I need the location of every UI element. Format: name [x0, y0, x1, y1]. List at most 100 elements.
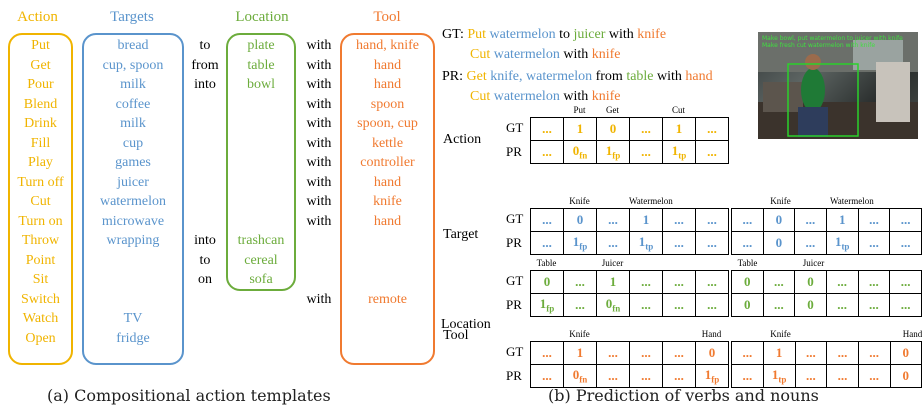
tool-item: hand — [373, 174, 402, 190]
cell-value: 0 — [572, 367, 580, 383]
with-item: with — [306, 194, 332, 209]
pr-row-label: PR — [506, 144, 522, 159]
header-action: Action — [17, 9, 58, 25]
grid-cell: ... — [857, 341, 891, 365]
pr-label: PR: — [442, 69, 464, 84]
grid-cell: ... — [695, 293, 729, 317]
target-item: wrapping — [106, 233, 160, 248]
gt-word: knife — [591, 47, 621, 62]
grid-column-header: Hand — [701, 329, 722, 339]
grid-cell: 0 — [794, 293, 827, 317]
cell-value: 1 — [771, 367, 779, 383]
grid-cell: ... — [662, 293, 696, 317]
location-item: sofa — [249, 272, 273, 287]
cell-subscript: fn — [612, 303, 621, 314]
location-item: trashcan — [237, 233, 285, 248]
grid-cell: ... — [530, 231, 564, 255]
grid-column-header: Juicer — [601, 258, 624, 268]
grid-cell: ... — [662, 341, 696, 365]
grid-cell: ... — [629, 117, 663, 141]
grid-cell: ... — [794, 231, 827, 255]
cell-value: ... — [542, 144, 552, 159]
grid-cell: ... — [629, 270, 663, 294]
with-item: with — [306, 96, 332, 112]
with-item: with — [306, 116, 332, 131]
grid-cell: 1tp — [662, 140, 696, 164]
cell-value: 1 — [704, 367, 712, 383]
cell-value: ... — [542, 368, 552, 383]
grid-cell: ... — [889, 208, 922, 232]
grid-cell: 1 — [563, 117, 597, 141]
grid-cell: ... — [794, 208, 827, 232]
cell-value: ... — [742, 235, 753, 250]
cell-subscript: fn — [579, 374, 588, 385]
pr-word: table — [626, 69, 654, 84]
target-item: juicer — [117, 174, 149, 190]
grid-cell: ... — [530, 341, 564, 365]
grid-cell: ... — [731, 341, 764, 365]
row-label-tool: Tool — [443, 328, 469, 343]
cell-subscript: fp — [579, 241, 588, 252]
grid-cell: ... — [563, 293, 597, 317]
grid-column-header: Knife — [569, 196, 590, 206]
grid-cell: 1 — [596, 270, 630, 294]
grid-cell: ... — [629, 140, 663, 164]
cell-value: ... — [641, 297, 651, 312]
grid-column-header: Knife — [569, 329, 590, 339]
pr-row: 0...0......... — [731, 293, 922, 317]
grid-cell: 1 — [629, 208, 663, 232]
pr-row: 1fp...0fn......... — [530, 293, 729, 317]
grid-cell: ... — [857, 231, 891, 255]
row-label-action: Action — [443, 132, 482, 147]
gt-row: 0...0......... — [731, 270, 922, 294]
grid-cell: ... — [889, 231, 922, 255]
target-item: cup — [122, 135, 144, 151]
cell-value: ... — [868, 297, 879, 312]
gt-word: knife — [637, 27, 667, 42]
gt-row-label: GT — [506, 120, 524, 135]
target-item: TV — [123, 311, 143, 326]
grid-cell: ... — [857, 364, 891, 388]
row-label-target: Target — [443, 227, 479, 242]
cell-value: ... — [575, 297, 585, 312]
gt-row: ...1.........0 — [731, 341, 922, 365]
cell-value: ... — [900, 297, 911, 312]
grid-cell: 1 — [825, 208, 859, 232]
grid-column-header: Put — [573, 105, 586, 115]
action-item: Point — [25, 252, 56, 268]
target-item: fridge — [116, 330, 150, 346]
grid-cell: ... — [530, 364, 564, 388]
with-item: with — [306, 38, 332, 53]
grid-cell: ... — [563, 270, 597, 294]
grid-cell: 0 — [889, 364, 922, 388]
grid-cell: ... — [731, 231, 764, 255]
cell-value: ... — [608, 235, 618, 250]
gt-word: juicer — [573, 27, 606, 42]
grid-cell: 0 — [695, 341, 729, 365]
cell-subscript: tp — [841, 241, 850, 252]
row-label-location: Location — [441, 317, 491, 332]
grid-cell: 0fn — [563, 140, 597, 164]
tool-bracket — [340, 33, 435, 365]
action-item: Get — [30, 57, 51, 73]
grid-cell: ... — [695, 117, 729, 141]
grid-cell: ... — [695, 231, 729, 255]
action-item: Watch — [22, 311, 59, 326]
action-item: Open — [25, 330, 56, 346]
target-item: bread — [117, 38, 149, 53]
gt-word: with — [608, 27, 634, 42]
cell-value: ... — [674, 235, 684, 250]
header-location: Location — [235, 9, 289, 25]
grid-cell: 0 — [762, 208, 796, 232]
grid-cell: ... — [662, 208, 696, 232]
scene-illustration — [758, 32, 918, 139]
target-grid-1: ...0...1.........1fp...1tp...... — [530, 208, 729, 255]
grid-cell: ... — [596, 364, 630, 388]
cell-value: ... — [742, 368, 753, 383]
grid-column-header: Knife — [770, 196, 791, 206]
with-item: with — [306, 57, 332, 73]
